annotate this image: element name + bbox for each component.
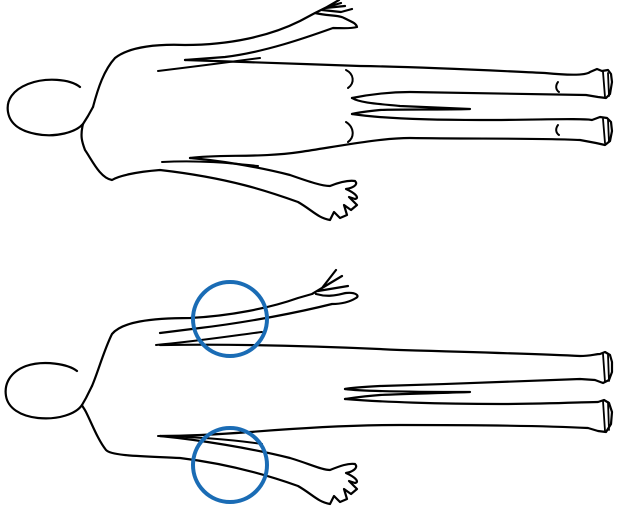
ankle-mark-lower [556, 125, 559, 135]
torso-arms-outline-top [93, 0, 357, 107]
torso-arms-outline-top [92, 270, 358, 386]
buttock-mark-lower [346, 122, 353, 142]
leg-outline-lower [160, 399, 612, 436]
head-outline [8, 80, 93, 136]
leg-outline-upper [160, 345, 612, 389]
highlight-circle-lower-arm [193, 428, 267, 502]
head-outline [6, 363, 92, 418]
toes-upper [603, 354, 609, 382]
torso-arms-outline-bottom [82, 124, 357, 220]
crotch-outline [352, 98, 470, 114]
arm-inner-line-upper [156, 332, 262, 345]
toes-lower [603, 401, 609, 431]
buttock-mark-upper [346, 70, 353, 88]
ankle-mark-upper [556, 82, 559, 92]
body-figure-back [8, 0, 612, 220]
body-figure-front [6, 270, 612, 504]
crotch-outline [345, 389, 470, 399]
torso-arms-outline-bottom [82, 405, 357, 504]
leg-outline-lower [190, 114, 612, 158]
toes-upper [603, 72, 609, 97]
arm-inner-line-lower [162, 161, 258, 166]
leg-outline-upper [185, 60, 612, 98]
toes-lower [603, 119, 609, 143]
